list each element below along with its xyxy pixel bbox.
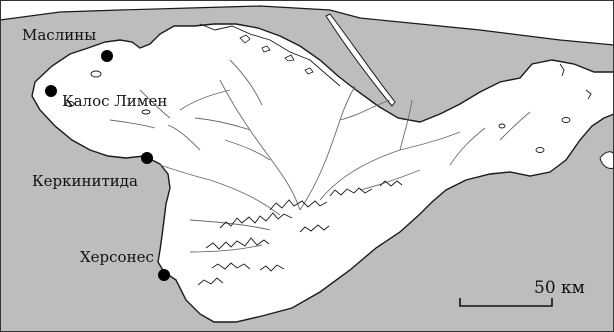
- marker-kalos-limen: [45, 85, 57, 97]
- sivash-shoreline: [199, 23, 341, 87]
- marker-khersones: [158, 269, 170, 281]
- rivers: [109, 59, 531, 253]
- crimea-peninsula: [31, 23, 614, 323]
- mainland: [0, 0, 614, 46]
- label-kerkinitida: Керкинитида: [32, 172, 138, 190]
- label-masliny: Маслины: [22, 26, 96, 44]
- label-khersones: Херсонес: [80, 248, 154, 266]
- sivash-islets: [239, 34, 314, 75]
- scale-bar: 50 км: [459, 278, 585, 307]
- marker-kerkinitida: [141, 152, 153, 164]
- arabat-spit: [325, 13, 396, 107]
- label-kalos-limen: Калос Лимен: [62, 92, 167, 110]
- island-east: [599, 151, 614, 169]
- kerch-shore-detail: [559, 63, 592, 100]
- lakes: [65, 70, 571, 153]
- mountain-relief: [197, 180, 403, 286]
- scale-bar-label: 50 км: [534, 278, 585, 298]
- marker-masliny: [101, 50, 113, 62]
